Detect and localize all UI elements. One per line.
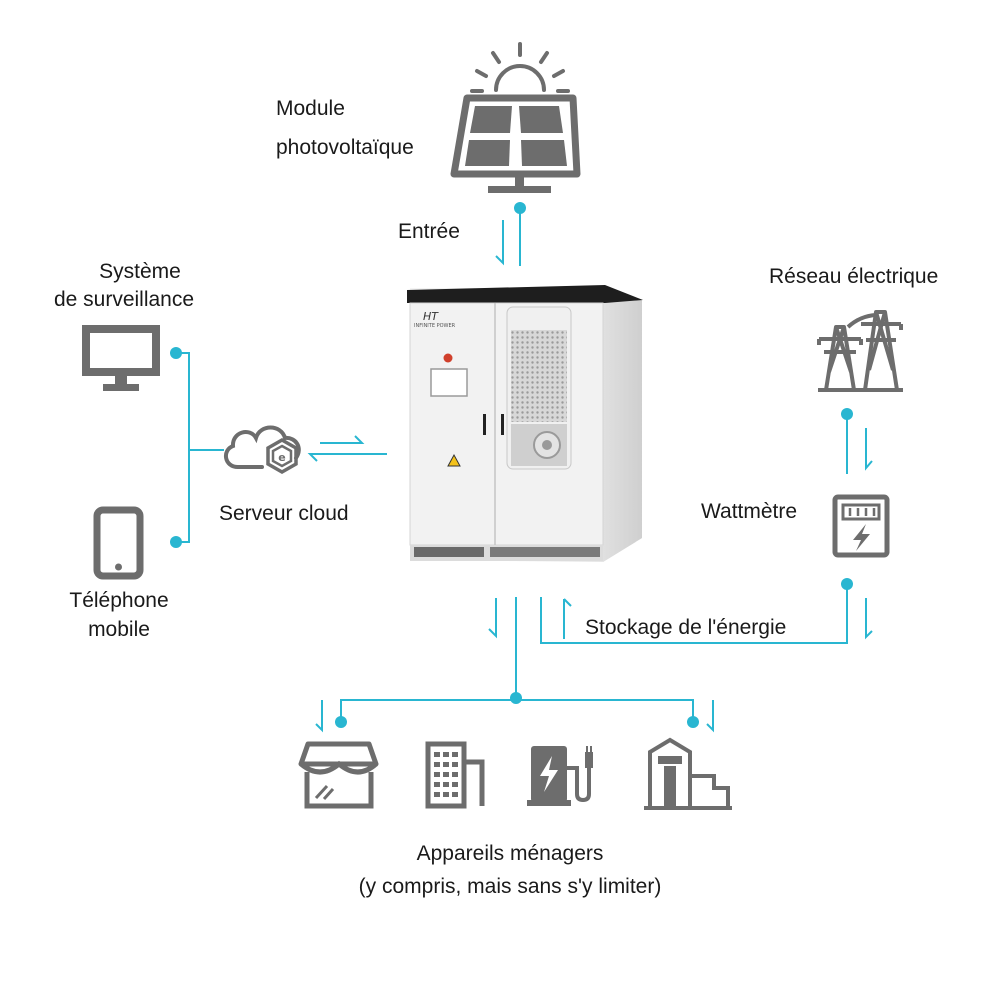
solar-panel-icon [450, 94, 581, 193]
store-icon [298, 741, 379, 809]
energy-storage-label: Stockage de l'énergie [585, 616, 787, 639]
monitor-icon [82, 325, 160, 391]
pv-module-label-line2: photovoltaïque [276, 136, 414, 159]
transmission-tower-icon [817, 310, 903, 392]
phone-label-line2: mobile [88, 618, 150, 641]
input-label: Entrée [398, 220, 460, 243]
energy-storage-cabinet: HT INFINITE POWER [407, 285, 643, 562]
cloud-server-label: Serveur cloud [219, 502, 349, 525]
cabinet-brand: HT [423, 310, 439, 323]
ev-charger-icon [527, 746, 593, 806]
meter-label: Wattmètre [701, 500, 798, 523]
office-building-icon [425, 741, 485, 809]
appliances-label-line1: Appareils ménagers [416, 842, 604, 865]
grid-label: Réseau électrique [769, 265, 939, 288]
house-icon [644, 737, 732, 810]
sun-icon [470, 42, 570, 93]
cabinet-brand-sub: INFINITE POWER [414, 323, 456, 329]
surveillance-label-line1: Système [99, 260, 181, 283]
surveillance-label-line2: de surveillance [53, 288, 195, 311]
svg-text:e: e [278, 451, 285, 464]
smartphone-icon [93, 506, 144, 580]
appliances-label-line2: (y compris, mais sans s'y limiter) [358, 875, 662, 898]
cloud-server-icon: e [224, 425, 301, 475]
pv-module-label-line1: Module [276, 97, 345, 120]
connector-dots [170, 202, 853, 728]
power-meter-icon [832, 494, 890, 558]
phone-label-line1: Téléphone [69, 589, 169, 612]
